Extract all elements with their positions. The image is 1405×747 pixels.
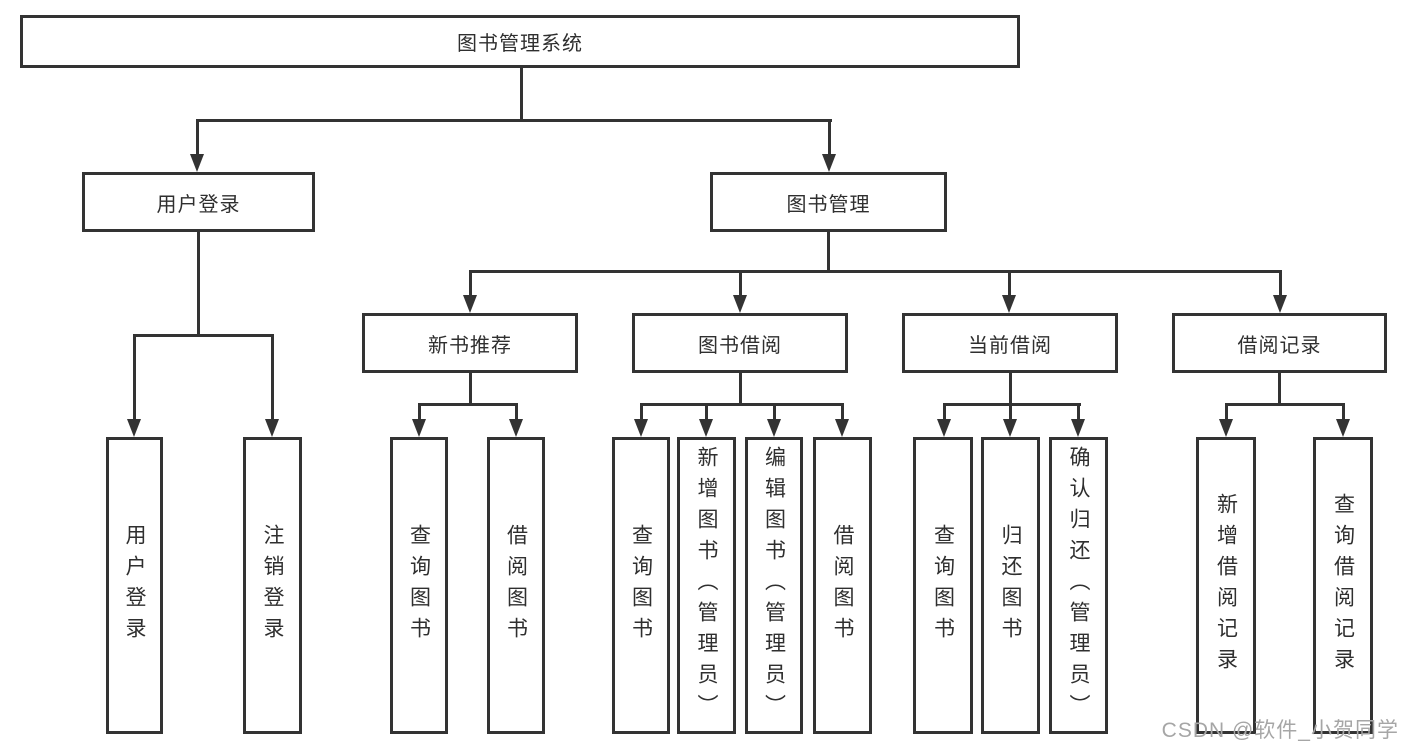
connector-drop <box>943 403 946 421</box>
arrowhead-current-borrow <box>1002 295 1016 313</box>
leaf-label: 借阅图书 <box>504 523 528 648</box>
leaf-user-login: 用户登录 <box>106 437 163 734</box>
connector-drop-book-borrow <box>739 270 742 296</box>
connector-drop <box>1077 403 1080 421</box>
connector-new-book-stem <box>469 373 472 405</box>
arrowhead <box>412 419 426 437</box>
leaf-query-borrow-record: 查询借阅记录 <box>1313 437 1373 734</box>
leaf-label: 归还图书 <box>999 523 1022 648</box>
arrowhead-borrow-records <box>1273 295 1287 313</box>
arrowhead <box>634 419 648 437</box>
connector-drop <box>773 403 776 421</box>
arrowhead <box>1003 419 1017 437</box>
connector-drop <box>418 403 421 421</box>
leaf-edit-books-admin: 编辑图书（管理员） <box>745 437 803 734</box>
connector-drop-book-mgmt <box>828 119 831 155</box>
connector-current-borrow-stem <box>1009 373 1012 405</box>
node-book-management: 图书管理 <box>710 172 947 232</box>
connector-book-borrow-rail <box>640 403 844 406</box>
connector-borrow-records-stem <box>1278 373 1281 405</box>
connector-root-rail <box>196 119 832 122</box>
arrowhead-book-borrow <box>733 295 747 313</box>
arrowhead <box>1071 419 1085 437</box>
connector-drop <box>841 403 844 421</box>
arrowhead <box>1219 419 1233 437</box>
connector-borrow-records-rail <box>1225 403 1345 406</box>
arrowhead <box>835 419 849 437</box>
node-current-borrowing: 当前借阅 <box>902 313 1118 373</box>
leaf-query-books-current: 查询图书 <box>913 437 973 734</box>
connector-current-borrow-rail <box>943 403 1081 406</box>
leaf-query-books-borrow: 查询图书 <box>612 437 670 734</box>
leaf-label: 查询借阅记录 <box>1331 492 1355 679</box>
arrowhead <box>509 419 523 437</box>
connector-drop <box>515 403 518 421</box>
arrowhead-leaf-login <box>127 419 141 437</box>
connector-drop-new-book <box>469 270 472 296</box>
arrowhead <box>1336 419 1350 437</box>
connector-user-login-rail <box>133 334 274 337</box>
leaf-label: 新增借阅记录 <box>1214 492 1238 679</box>
connector-book-mgmt-stem <box>827 232 830 272</box>
connector-book-borrow-stem <box>739 373 742 405</box>
leaf-add-books-admin: 新增图书（管理员） <box>677 437 736 734</box>
connector-root-stem <box>520 68 523 120</box>
arrowhead <box>767 419 781 437</box>
node-borrowing-records: 借阅记录 <box>1172 313 1387 373</box>
leaf-label: 编辑图书（管理员） <box>762 446 786 725</box>
leaf-add-borrow-record: 新增借阅记录 <box>1196 437 1256 734</box>
arrowhead-user-login <box>190 154 204 172</box>
node-new-book-recommend: 新书推荐 <box>362 313 578 373</box>
connector-drop <box>1225 403 1228 421</box>
arrowhead-book-mgmt <box>822 154 836 172</box>
leaf-label: 查询图书 <box>629 523 653 648</box>
connector-book-mgmt-rail <box>469 270 1282 273</box>
leaf-label: 注销登录 <box>261 523 284 648</box>
connector-drop <box>640 403 643 421</box>
connector-drop <box>1009 403 1012 421</box>
leaf-borrow-books-recommend: 借阅图书 <box>487 437 545 734</box>
leaf-confirm-return-admin: 确认归还（管理员） <box>1049 437 1108 734</box>
arrowhead <box>699 419 713 437</box>
leaf-logout: 注销登录 <box>243 437 302 734</box>
leaf-label: 确认归还（管理员） <box>1067 446 1090 725</box>
connector-user-login-stem <box>197 232 200 336</box>
arrowhead <box>937 419 951 437</box>
node-book-borrowing: 图书借阅 <box>632 313 848 373</box>
node-root-library-system: 图书管理系统 <box>20 15 1020 68</box>
leaf-label: 查询图书 <box>931 523 955 648</box>
connector-drop <box>705 403 708 421</box>
arrowhead-new-book <box>463 295 477 313</box>
connector-drop-current-borrow <box>1008 270 1011 296</box>
leaf-label: 查询图书 <box>407 523 431 648</box>
arrowhead-leaf-logout <box>265 419 279 437</box>
connector-new-book-rail <box>418 403 518 406</box>
connector-drop <box>1342 403 1345 421</box>
connector-drop-leaf-logout <box>271 334 274 421</box>
connector-drop-leaf-login <box>133 334 136 421</box>
connector-drop-user-login <box>196 119 199 155</box>
leaf-return-books: 归还图书 <box>981 437 1040 734</box>
leaf-query-books-recommend: 查询图书 <box>390 437 448 734</box>
leaf-borrow-books: 借阅图书 <box>813 437 872 734</box>
csdn-watermark: CSDN @软件_小贺同学 <box>1161 719 1399 742</box>
leaf-label: 用户登录 <box>123 523 146 648</box>
leaf-label: 借阅图书 <box>831 523 854 648</box>
connector-drop-borrow-records <box>1279 270 1282 296</box>
node-user-login: 用户登录 <box>82 172 315 232</box>
leaf-label: 新增图书（管理员） <box>695 446 718 725</box>
